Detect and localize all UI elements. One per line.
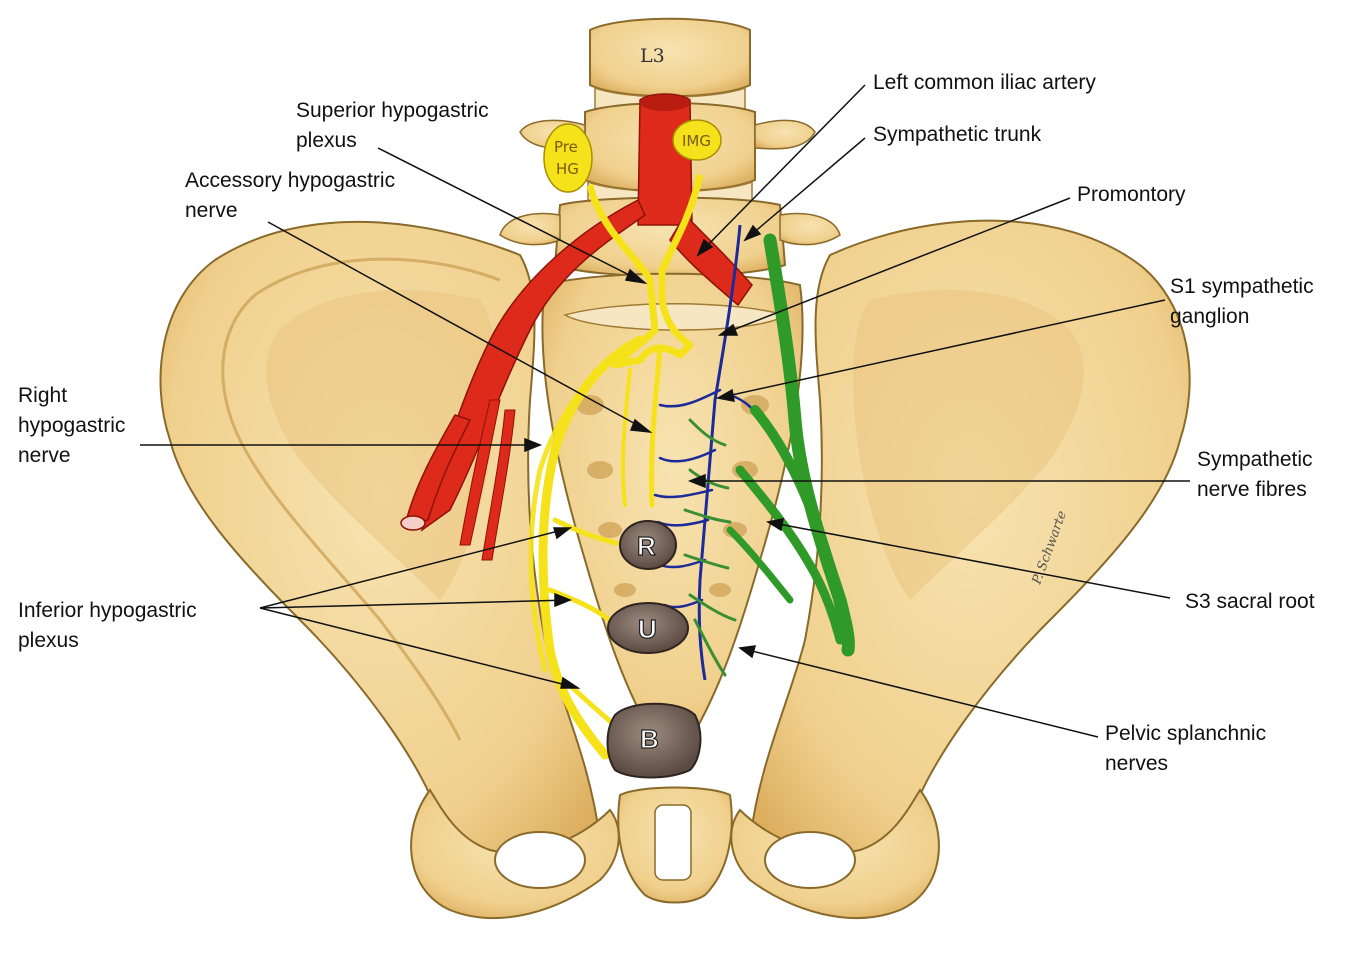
left-obturator-foramen (765, 832, 855, 888)
pre-hg-label-line2: HG (556, 160, 579, 178)
right-obturator-foramen (495, 832, 585, 888)
arrow-right-hypogastric (525, 439, 540, 451)
pre-hg-label-line1: Pre (554, 138, 578, 156)
label-pelvic-splanchnic-nerves: Pelvic splanchnic nerves (1105, 719, 1266, 779)
label-sympathetic-trunk: Sympathetic trunk (873, 120, 1041, 150)
sacral-foramen-4-right (614, 583, 636, 597)
aorta (638, 94, 692, 225)
label-s3-sacral-root: S3 sacral root (1185, 587, 1315, 617)
arrow-psn (740, 646, 755, 657)
bladder-letter: B (640, 724, 659, 754)
sacral-foramen-4-left (709, 583, 731, 597)
l3-vertebra (590, 19, 750, 97)
label-sympathetic-nerve-fibres: Sympathetic nerve fibres (1197, 445, 1313, 505)
arrow-ihp-3 (561, 678, 578, 688)
uterus-letter: U (638, 614, 657, 644)
sacrum (542, 274, 802, 755)
label-superior-hypogastric-plexus: Superior hypogastric plexus (296, 96, 489, 156)
symphysis-gap (655, 805, 691, 880)
right-iliac-artery-cut (401, 516, 425, 530)
label-inferior-hypogastric-plexus: Inferior hypogastric plexus (18, 596, 197, 656)
sacral-foramen-3-right (598, 522, 622, 538)
rectum-letter: R (637, 531, 656, 561)
label-right-hypogastric-nerve: Right hypogastric nerve (18, 381, 125, 471)
label-left-common-iliac-artery: Left common iliac artery (873, 68, 1096, 98)
label-promontory: Promontory (1077, 180, 1186, 210)
l3-label: L3 (640, 45, 665, 67)
label-accessory-hypogastric-nerve: Accessory hypogastric nerve (185, 166, 395, 226)
pre-hypogastric-ganglion (544, 124, 592, 192)
aorta-top (640, 95, 690, 111)
arrow-ihp-1 (554, 528, 570, 538)
img-label: IMG (682, 132, 711, 150)
label-s1-sympathetic-ganglion: S1 sympathetic ganglion (1170, 272, 1314, 332)
l5-transverse-left (500, 214, 560, 245)
l5-transverse-right (780, 214, 840, 245)
sacral-foramen-2-right (587, 461, 613, 479)
